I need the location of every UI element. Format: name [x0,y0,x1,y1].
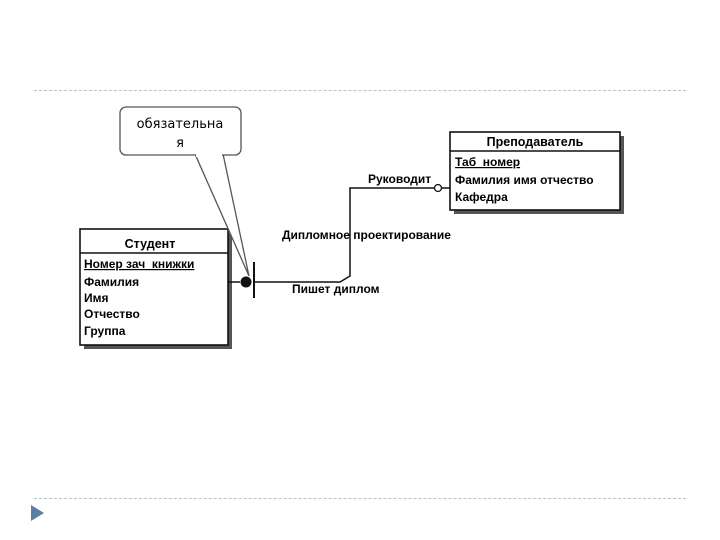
role-label-teacher: Руководит [368,172,431,186]
triangle-right-icon[interactable] [30,504,46,522]
entity-student-box [79,228,229,346]
callout-text-line1: обязательна [137,117,224,132]
entity-teacher-attr: Фамилия имя отчество [455,173,594,187]
relationship-line [255,187,436,283]
entity-student-attr: Фамилия [84,275,139,289]
relationship-name: Дипломное проектирование [282,228,451,242]
entity-teacher-attr-key: Таб_номер [455,155,520,169]
role-label-student: Пишет диплом [292,282,380,296]
optional-circle-icon [433,183,443,193]
callout-box [119,106,242,156]
callout: обязательна я [119,106,250,277]
entity-student: Студент Номер зач_книжки Фамилия Имя Отч… [79,228,232,349]
entity-student-attr: Имя [84,291,109,305]
entity-teacher-box [449,131,621,211]
callout-joint [196,151,222,157]
top-divider [34,90,686,91]
entity-student-attr-key: Номер зач_книжки [84,257,194,271]
callout-text-line2: я [176,136,184,151]
entity-teacher-title: Преподаватель [487,135,584,149]
bottom-divider [34,498,686,499]
entity-teacher-attr: Кафедра [455,190,508,204]
entity-student-attr: Отчество [84,307,140,321]
many-dot-icon [240,276,252,288]
entity-teacher: Преподаватель Таб_номер Фамилия имя отче… [449,131,624,214]
entity-student-attr: Группа [84,324,126,338]
entity-student-title: Студент [125,237,176,251]
